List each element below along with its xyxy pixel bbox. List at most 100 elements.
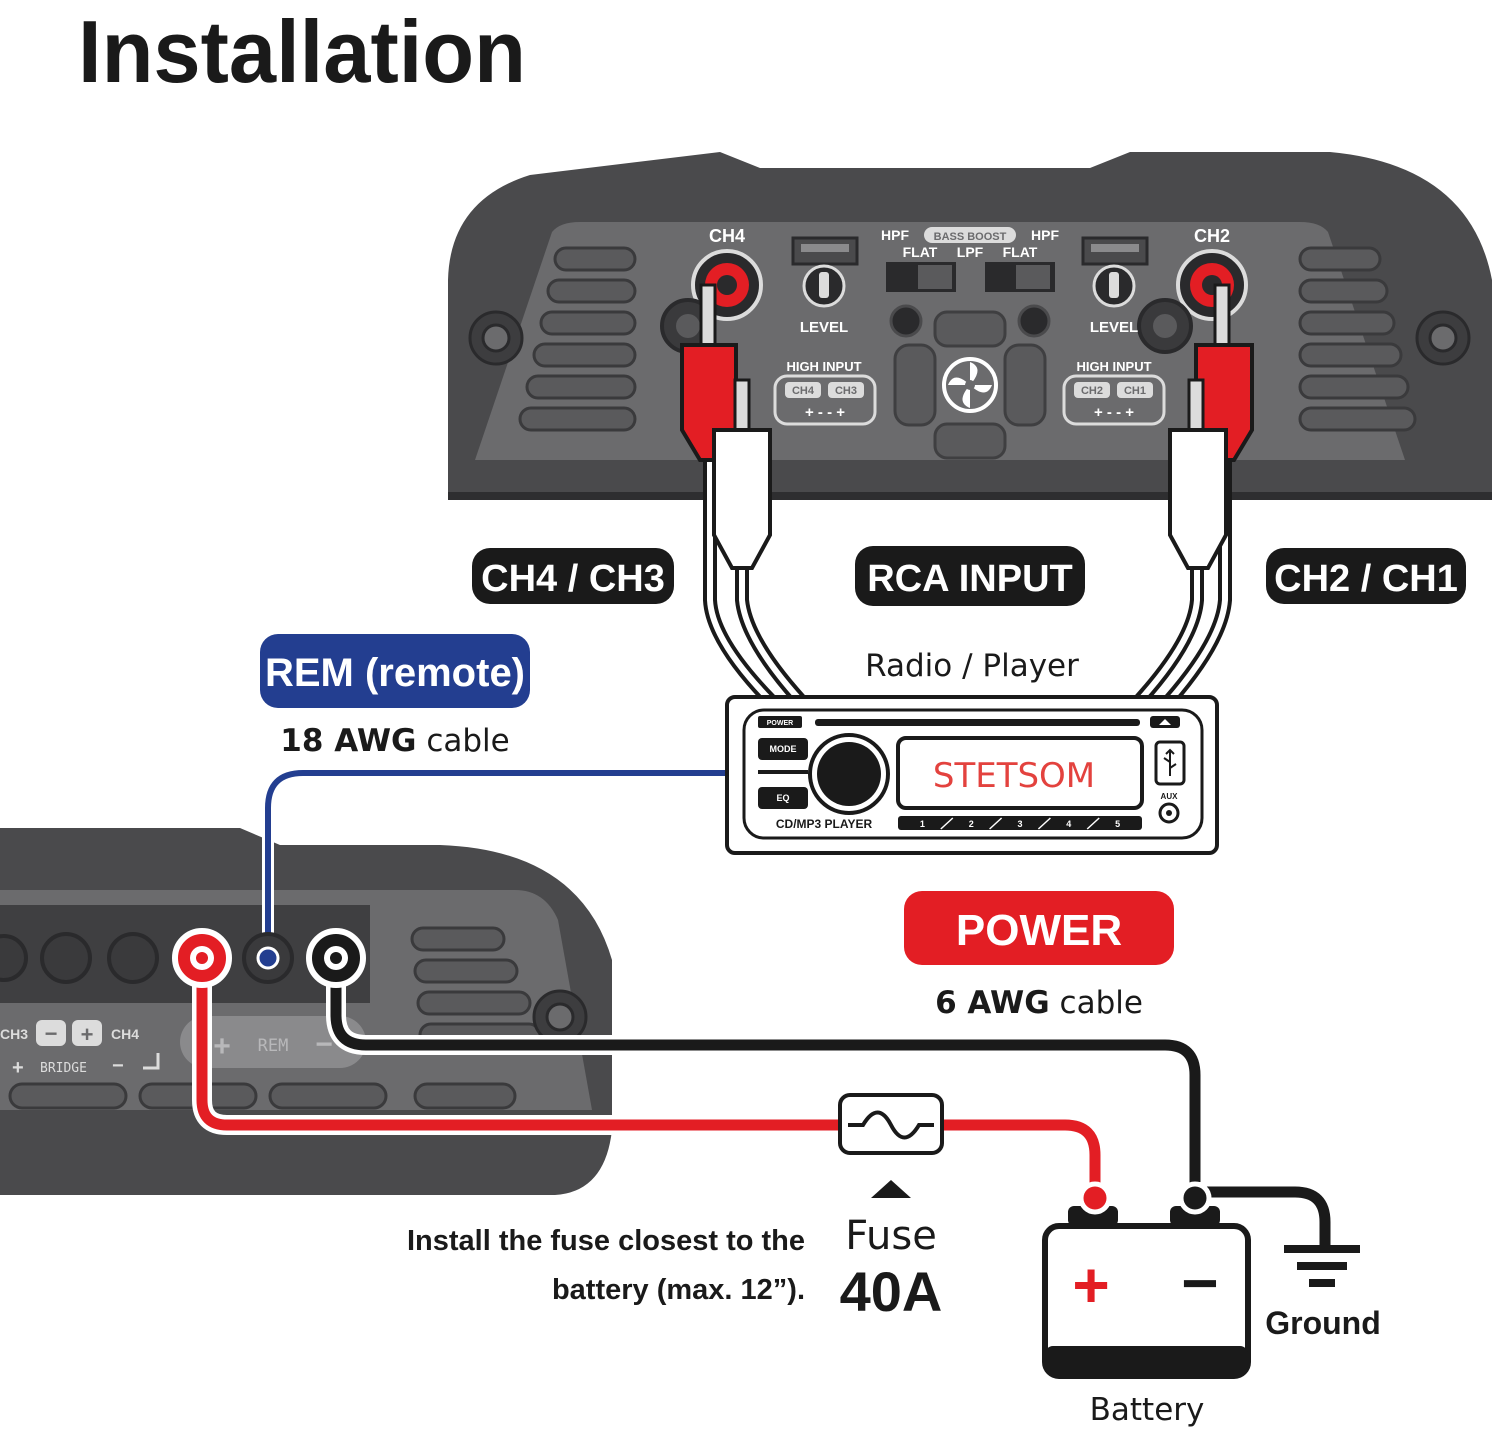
top-amp-screw-right bbox=[1415, 310, 1471, 366]
rem-cable-space bbox=[416, 723, 426, 759]
ground-wire bbox=[326, 950, 1335, 1255]
bass-boost-label: BASS BOOST bbox=[934, 231, 1007, 243]
top-amp-bottom-edge bbox=[448, 492, 1492, 500]
preset-separator bbox=[989, 817, 1003, 830]
high-input-ch2: CH2 bbox=[1081, 385, 1103, 397]
power-badge-label: POWER bbox=[956, 906, 1122, 955]
preset-separator bbox=[1086, 817, 1100, 830]
preset-button-3[interactable]: 3 bbox=[1017, 819, 1022, 829]
flat-label-left: FLAT bbox=[903, 244, 938, 260]
high-input-frame-left bbox=[773, 374, 877, 426]
cd-slot bbox=[815, 719, 1140, 726]
top-amp-center-plate bbox=[893, 310, 1047, 460]
high-input-label-left: HIGH INPUT bbox=[786, 359, 861, 374]
amp-power-terminal[interactable] bbox=[172, 928, 232, 988]
bass-boost-badge bbox=[924, 227, 1016, 243]
top-amp-screw-center-left bbox=[889, 304, 923, 338]
bottom-plus-badge bbox=[72, 1020, 102, 1046]
preset-buttons[interactable]: 1 2 3 4 5 bbox=[920, 817, 1120, 830]
ch4-ch3-pill: CH4 / CH3 bbox=[472, 548, 674, 604]
bridge-bracket bbox=[143, 1053, 160, 1070]
bridge-label: BRIDGE bbox=[40, 1061, 87, 1076]
bottom-minus: − bbox=[45, 1021, 58, 1046]
power-badge: POWER bbox=[904, 891, 1174, 965]
high-input-ch3: CH3 bbox=[835, 385, 857, 397]
battery-negative-post bbox=[1170, 1206, 1220, 1226]
hpf-label-left: HPF bbox=[881, 227, 909, 243]
rca-plug-left-white bbox=[712, 378, 772, 570]
amp-ground-terminal[interactable] bbox=[306, 928, 366, 988]
power-cable-spec: 6 AWG cable bbox=[935, 985, 1143, 1021]
high-input-ch1-badge bbox=[1117, 382, 1153, 398]
battery-plus: + bbox=[1072, 1249, 1109, 1321]
rem-pill bbox=[180, 1016, 366, 1068]
power-awg: 6 AWG bbox=[935, 985, 1050, 1021]
level-control-right[interactable] bbox=[1081, 236, 1149, 308]
top-amp-vents-right bbox=[1298, 246, 1417, 432]
level-control-left[interactable] bbox=[791, 236, 859, 308]
speaker-terminal-1[interactable] bbox=[0, 934, 28, 982]
bottom-amp-vents bbox=[8, 926, 542, 1110]
high-input-polarity-left: + - - + bbox=[805, 404, 845, 421]
fuse-label: Fuse bbox=[845, 1213, 937, 1259]
crossover-switch-right[interactable] bbox=[985, 262, 1055, 292]
hpf-label-right: HPF bbox=[1031, 227, 1059, 243]
radio-display bbox=[896, 736, 1144, 810]
top-amp-vents-left bbox=[518, 246, 637, 432]
crossover-switch-left[interactable] bbox=[886, 262, 956, 292]
bottom-amplifier: CH3 − + CH4 + BRIDGE − + REM − bbox=[0, 828, 612, 1195]
bottom-plus: + bbox=[81, 1022, 94, 1047]
speaker-terminal-3[interactable] bbox=[107, 932, 159, 984]
rem-plus: + bbox=[213, 1030, 231, 1063]
rca-input-pill: RCA INPUT bbox=[855, 546, 1085, 606]
high-input-label-right: HIGH INPUT bbox=[1076, 359, 1151, 374]
radio-power-button[interactable] bbox=[758, 716, 802, 728]
rem-cable-spec: 18 AWG cable bbox=[280, 723, 509, 759]
battery-positive-post bbox=[1068, 1206, 1118, 1226]
preset-button-4[interactable]: 4 bbox=[1066, 819, 1071, 829]
lpf-label: LPF bbox=[957, 244, 984, 260]
battery-minus: − bbox=[1181, 1247, 1218, 1319]
radio-divider bbox=[758, 770, 808, 774]
radio-model-label: CD/MP3 PLAYER bbox=[776, 817, 873, 831]
top-amp-screw-center-right bbox=[1017, 304, 1051, 338]
ground-symbol-icon bbox=[1284, 1245, 1360, 1287]
usb-icon[interactable] bbox=[1154, 740, 1186, 786]
bridge-minus: − bbox=[112, 1055, 124, 1077]
rca-jack-ch2[interactable] bbox=[1176, 249, 1248, 321]
rem-badge-label: REM (remote) bbox=[265, 651, 525, 695]
speaker-terminal-2[interactable] bbox=[40, 932, 92, 984]
fan-logo-icon bbox=[942, 357, 998, 413]
amp-rem-terminal[interactable] bbox=[242, 932, 294, 984]
level-label-right: LEVEL bbox=[1090, 319, 1138, 336]
ch4-ch3-label: CH4 / CH3 bbox=[481, 558, 665, 600]
volume-knob[interactable] bbox=[808, 733, 890, 815]
preset-button-2[interactable]: 2 bbox=[969, 819, 974, 829]
high-input-ch1: CH1 bbox=[1124, 385, 1146, 397]
eq-button[interactable] bbox=[758, 787, 808, 809]
rca-jack-ch1[interactable] bbox=[1137, 298, 1193, 354]
ground-label: Ground bbox=[1265, 1305, 1381, 1341]
fuse-pointer-arrow bbox=[871, 1180, 911, 1198]
preset-button-1[interactable]: 1 bbox=[920, 819, 925, 829]
rca-cables bbox=[703, 413, 1232, 707]
battery-base bbox=[1045, 1346, 1248, 1376]
rem-cable-word: cable bbox=[426, 723, 509, 759]
bridge-plus: + bbox=[12, 1057, 24, 1079]
bottom-ch3-label: CH3 bbox=[0, 1026, 28, 1042]
rem-wire bbox=[262, 767, 736, 964]
preset-button-5[interactable]: 5 bbox=[1115, 819, 1120, 829]
fuse-note-line1: Install the fuse closest to the bbox=[407, 1225, 805, 1257]
high-input-polarity-right: + - - + bbox=[1094, 404, 1134, 421]
aux-jack[interactable] bbox=[1158, 802, 1180, 824]
battery: + − bbox=[1042, 1206, 1251, 1379]
level-label-left: LEVEL bbox=[800, 319, 848, 336]
eject-icon[interactable] bbox=[1150, 716, 1180, 728]
mode-button[interactable] bbox=[758, 738, 808, 760]
rca-plug-right-white bbox=[1168, 378, 1228, 570]
fuse-rating: 40A bbox=[840, 1260, 943, 1323]
top-amp-screw-left bbox=[468, 310, 524, 366]
page-title: Installation bbox=[78, 2, 526, 101]
power-wire bbox=[192, 950, 1105, 1210]
